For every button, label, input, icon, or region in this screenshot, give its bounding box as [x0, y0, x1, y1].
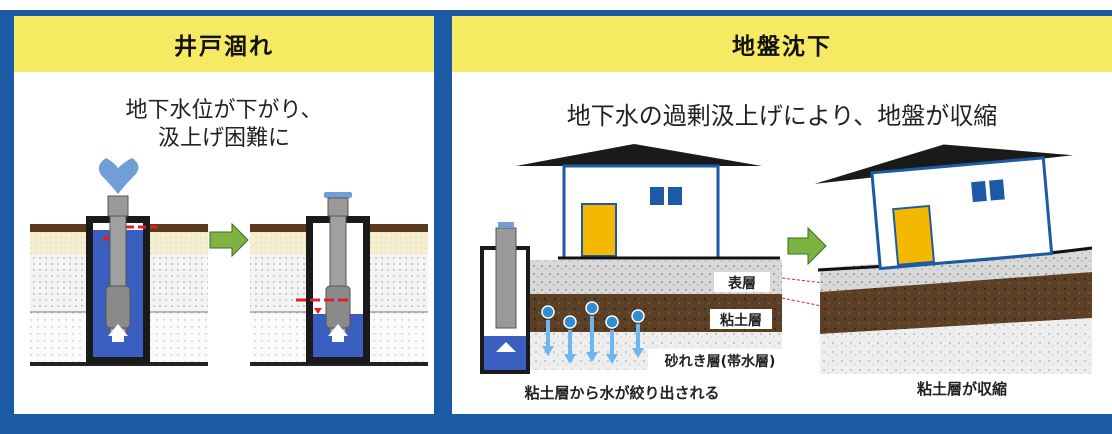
- subsidence-before: [480, 144, 792, 374]
- panel-land-subsidence: 地盤沈下 地下水の過剰汲上げにより、地盤が収縮: [452, 16, 1112, 414]
- subsidence-after: [814, 144, 1093, 374]
- panel-well-drying: 井戸涸れ 地下水位が下がり、 汲上げ困難に: [14, 16, 434, 414]
- arrow-right-icon: [787, 226, 827, 266]
- top-white-strip: [0, 0, 1112, 10]
- well-drying-illustration: [30, 158, 428, 366]
- well-before: [30, 158, 208, 366]
- well-after: [250, 192, 428, 366]
- land-subsidence-desc: 地下水の過剰汲上げにより、地盤が収縮: [566, 102, 998, 130]
- layer-label-clay: 粘土層: [720, 313, 762, 329]
- layer-label-gravel: 砂れき層(帯水層): [664, 354, 776, 370]
- layer-label-surface: 表層: [728, 276, 756, 292]
- panel-title-well-drying: 井戸涸れ: [14, 16, 434, 72]
- arrow-right-icon: [209, 222, 249, 258]
- caption-clay-squeezed: 粘土層から水が絞り出される: [524, 384, 720, 402]
- well-drying-desc-line2: 汲上げ困難に: [157, 126, 290, 151]
- land-subsidence-illustration: [480, 144, 1093, 374]
- caption-clay-shrinks: 粘土層が収縮: [916, 380, 1007, 398]
- well-drying-desc-line1: 地下水位が下がり、: [125, 98, 323, 123]
- panel-title-land-subsidence: 地盤沈下: [452, 16, 1112, 72]
